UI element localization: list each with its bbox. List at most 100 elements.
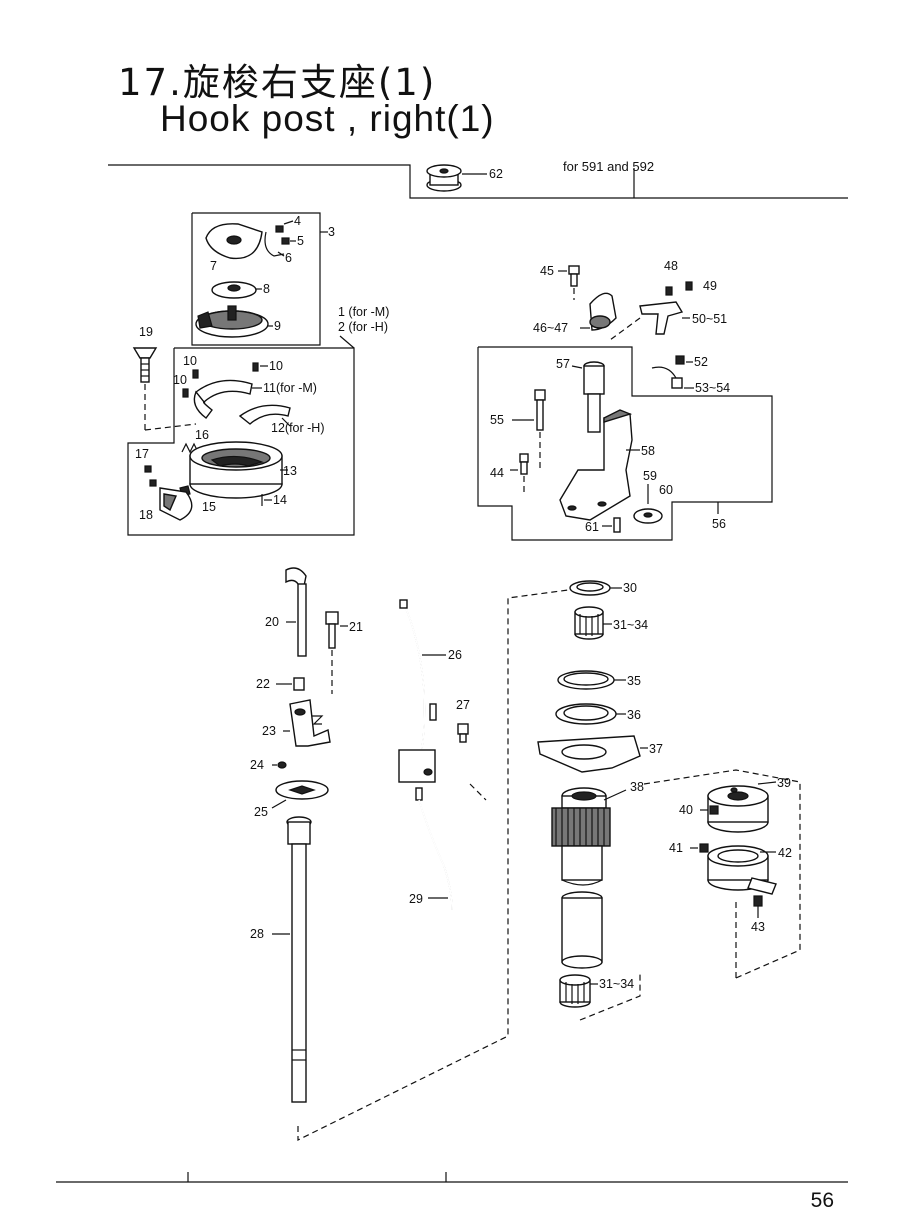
callout-20: 20 (265, 615, 279, 629)
callout-49: 49 (703, 279, 717, 293)
spring-part-6 (264, 231, 285, 257)
pin-part-14 (261, 494, 272, 506)
shaft-part-57 (571, 361, 605, 433)
callout-58: 58 (641, 444, 655, 458)
callout-3: 3 (328, 225, 335, 239)
callout-24: 24 (250, 758, 264, 772)
callout-12: 12(for -H) (271, 421, 324, 435)
screw-part-44 (510, 453, 529, 494)
hook-holder-part-46 (580, 292, 617, 331)
pin-part-61 (602, 517, 621, 533)
callout-53: 53~54 (695, 381, 730, 395)
bracket-part-23 (283, 699, 331, 747)
rotary-hook-group-box (127, 335, 355, 536)
callout-57: 57 (556, 357, 570, 371)
thread-guide-part-20 (285, 567, 307, 657)
callout-61: 61 (585, 520, 599, 534)
latch-plate-part-8 (211, 281, 262, 299)
callout-10-c: 10 (269, 359, 283, 373)
long-shaft-part-28 (272, 816, 312, 1103)
collar-part-59 (633, 484, 663, 524)
callout-30: 30 (623, 581, 637, 595)
hook-post-bracket-group-box (477, 346, 773, 541)
callout-4: 4 (294, 214, 301, 228)
oil-tube-part-26 (398, 599, 446, 783)
callout-59: 59 (643, 469, 657, 483)
link-part-53 (651, 366, 694, 389)
bobbin-case-base-part-9 (195, 305, 273, 338)
callout-31-34-lower: 31~34 (599, 977, 634, 991)
oil-seal-part-30 (569, 580, 622, 596)
callout-22: 22 (256, 677, 270, 691)
hook-post-bracket-part-58 (559, 409, 640, 521)
callout-1: 1 (for -M) (338, 305, 389, 319)
callout-31-34-upper: 31~34 (613, 618, 648, 632)
callout-37: 37 (649, 742, 663, 756)
washer-part-24 (272, 761, 287, 769)
assembly-dashed-connector (297, 589, 801, 1141)
callout-18: 18 (139, 508, 153, 522)
bobbin-case-group-box (191, 212, 328, 346)
callout-5: 5 (297, 234, 304, 248)
callout-29: 29 (409, 892, 423, 906)
callout-26: 26 (448, 648, 462, 662)
screw-part-52 (675, 355, 693, 365)
callout-21: 21 (349, 620, 363, 634)
screw-part-10-c (252, 362, 268, 372)
callout-25: 25 (254, 805, 268, 819)
page-number: 56 (810, 1189, 834, 1212)
callout-55: 55 (490, 413, 504, 427)
screw-part-49 (685, 281, 693, 291)
callout-56: 56 (712, 517, 726, 531)
bobbin-part-62 (426, 164, 487, 192)
needle-bearing-part-31-upper (574, 606, 612, 640)
screw-part-4 (275, 220, 294, 233)
spring-part-16 (181, 442, 199, 454)
callout-43: 43 (751, 920, 765, 934)
screw-part-22 (276, 677, 305, 691)
callout-40: 40 (679, 803, 693, 817)
screw-part-27 (457, 723, 487, 801)
bottom-separator-line (56, 1172, 848, 1183)
callout-38: 38 (630, 780, 644, 794)
callout-2: 2 (for -H) (338, 320, 388, 334)
hook-post-sleeve-lower (561, 891, 603, 969)
callout-13: 13 (283, 464, 297, 478)
callout-42: 42 (778, 846, 792, 860)
hook-plate-part-18 (159, 487, 193, 521)
callout-8: 8 (263, 282, 270, 296)
callout-10-b: 10 (173, 373, 187, 387)
screw-part-45 (558, 265, 580, 300)
hook-post-body-part-38 (551, 787, 627, 886)
callout-35: 35 (627, 674, 641, 688)
callout-14: 14 (273, 493, 287, 507)
callout-45: 45 (540, 264, 554, 278)
screw-part-48 (665, 286, 673, 296)
callout-15: 15 (202, 500, 216, 514)
screw-part-55 (512, 389, 546, 472)
top-separator-line (108, 164, 848, 199)
screw-part-21 (325, 611, 348, 694)
screw-part-17 (144, 465, 157, 487)
model-note: for 591 and 592 (563, 159, 655, 174)
ring-guard-part-12 (238, 404, 291, 427)
callout-7: 7 (210, 259, 217, 273)
needle-bearing-part-31-lower (559, 974, 598, 1008)
screw-part-41 (690, 843, 709, 853)
rotary-hook-body-part-13 (189, 441, 288, 499)
callout-17: 17 (135, 447, 149, 461)
callout-11: 11(for -M) (263, 381, 317, 395)
page-title-chinese: 17.旋梭右支座(1) (118, 61, 437, 104)
page-title-english: Hook post , right(1) (160, 98, 495, 139)
callout-10-a: 10 (183, 354, 197, 368)
screw-part-5 (281, 237, 296, 245)
bobbin-case-part-7 (205, 223, 263, 260)
callout-46: 46~47 (533, 321, 568, 335)
screw-part-40 (700, 805, 719, 815)
screw-part-43 (753, 895, 763, 918)
callout-41: 41 (669, 841, 683, 855)
callout-39: 39 (777, 776, 791, 790)
callout-52: 52 (694, 355, 708, 369)
screw-part-10-b (182, 388, 189, 398)
